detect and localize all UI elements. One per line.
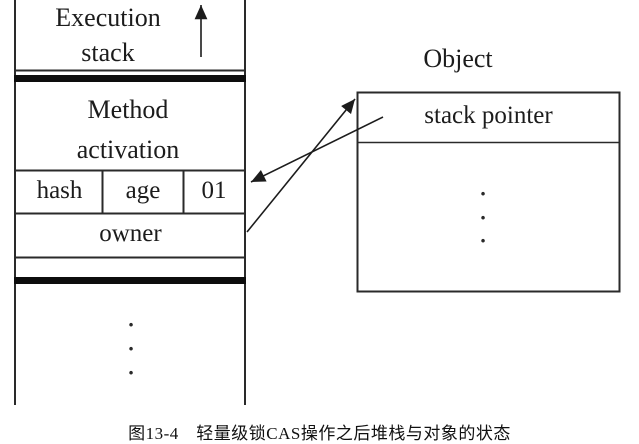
stack-pointer-to-stack-arrow-icon — [250, 116, 384, 183]
figure-caption: 图13-4 轻量级锁CAS操作之后堆栈与对象的状态 — [128, 424, 511, 443]
object-title: Object — [423, 44, 493, 73]
owner-cell: owner — [99, 220, 162, 247]
method-activation-label: Method activation — [76, 95, 180, 164]
stack-pointer-cell: stack pointer — [424, 102, 553, 129]
mark-word-cell-hash: hash — [36, 177, 83, 204]
object-vertical-ellipsis: · · · — [479, 181, 487, 253]
stack-vertical-ellipsis: · · · — [127, 312, 135, 385]
object-box — [356, 91, 621, 293]
execution-stack-title: Execution stack — [55, 3, 161, 67]
frame-bottom-thick-bar — [14, 277, 246, 284]
mark-word-cell-lock-bits: 01 — [201, 177, 227, 204]
owner-to-object-arrow-icon — [246, 98, 356, 233]
frame-top-thick-bar — [14, 75, 246, 82]
mark-word-cell-age: age — [125, 177, 161, 204]
